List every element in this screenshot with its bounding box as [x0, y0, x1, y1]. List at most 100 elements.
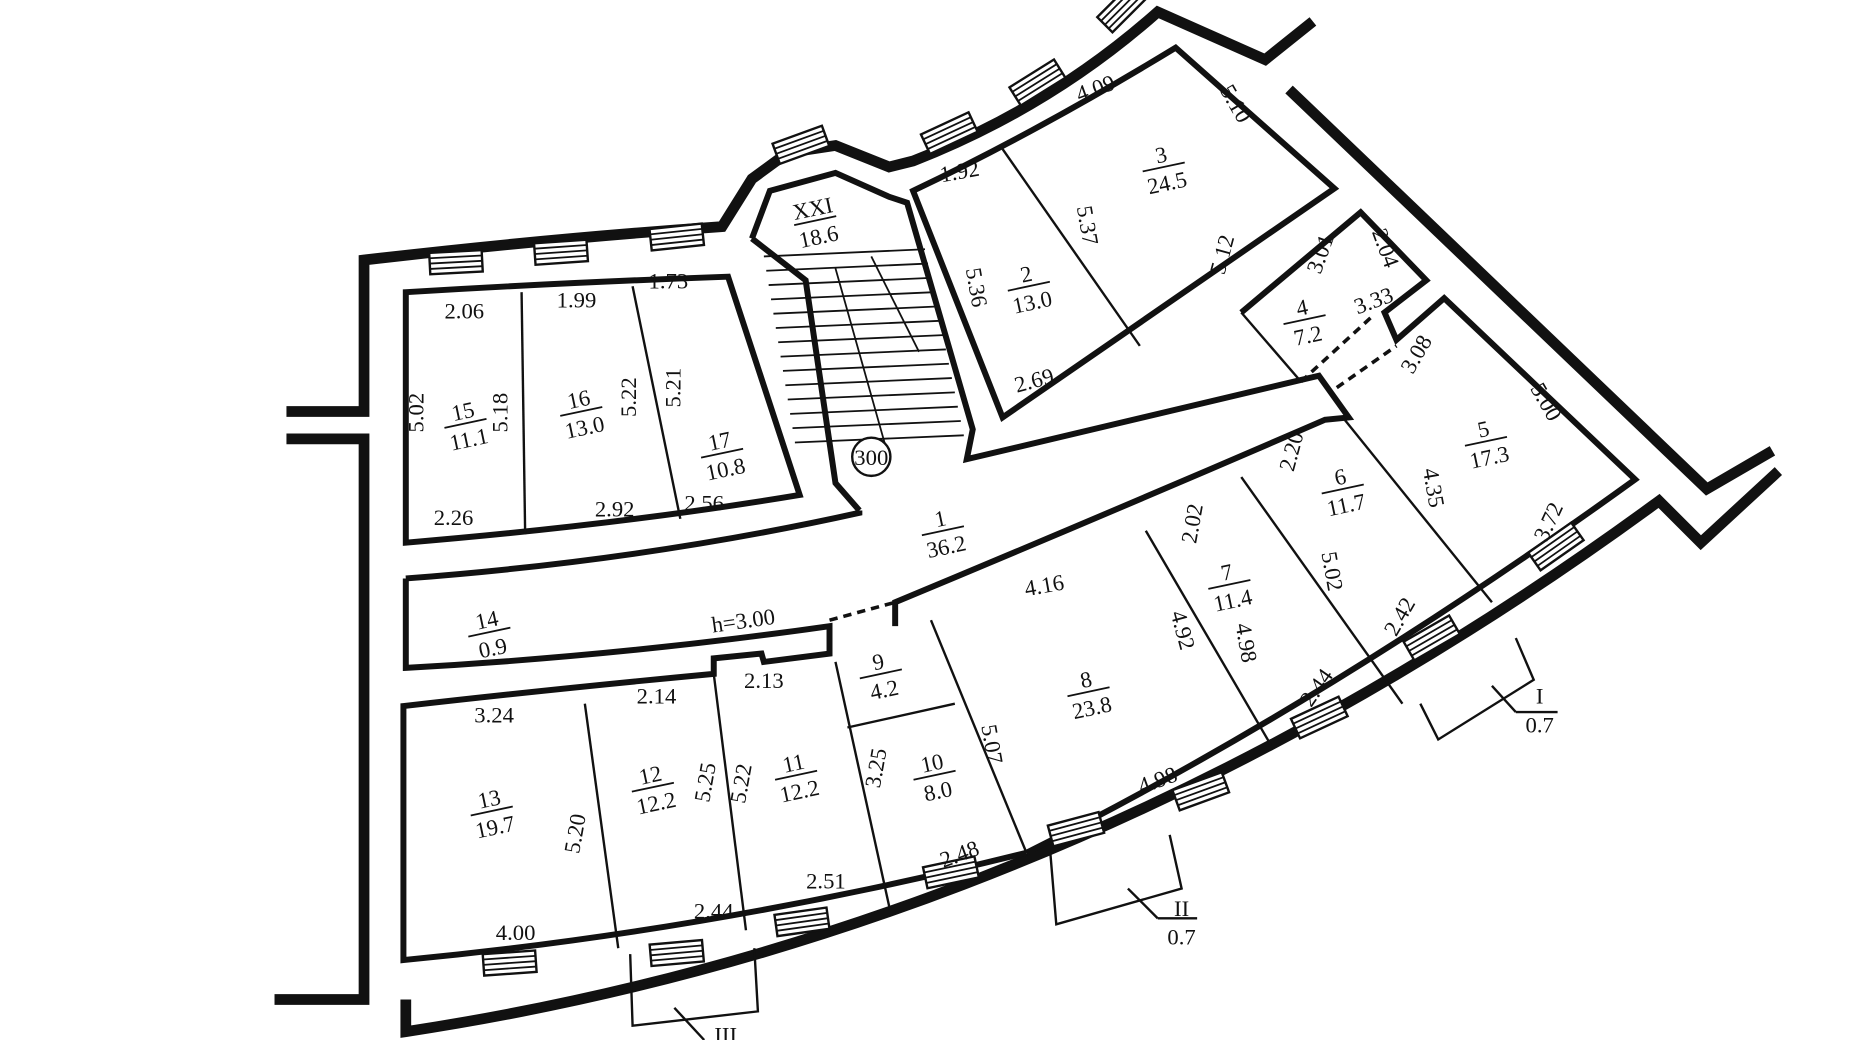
room-area: 11.7 [1325, 489, 1368, 522]
fraction-bar [1067, 686, 1110, 698]
room-number: 11 [780, 749, 807, 778]
dimension-label: 5.22 [725, 762, 757, 805]
window [427, 248, 485, 276]
dimension-label: 5.12 [1205, 232, 1239, 277]
room-area: 11.1 [447, 423, 490, 456]
room-number: XXI [790, 192, 835, 225]
window [1095, 0, 1152, 34]
dimension-label: 5.07 [976, 722, 1008, 765]
room-area: 4.2 [868, 675, 901, 705]
fraction-bar [793, 215, 837, 226]
window [1289, 695, 1350, 740]
dimension-label: 1.73 [649, 269, 689, 294]
dimension-label: 5.20 [559, 812, 591, 855]
room-area: 13.0 [563, 411, 607, 444]
dimension-label: 2.20 [1274, 429, 1308, 474]
room-label-3: 324.5 [1142, 142, 1189, 200]
dimension-label: 2.92 [595, 496, 635, 521]
balcony-area: 0.7 [1526, 712, 1554, 737]
fraction-bar [631, 781, 675, 793]
room-area: 7.2 [1291, 320, 1324, 350]
room-area: 24.5 [1145, 167, 1189, 200]
dimension-label: 4.16 [1023, 570, 1066, 601]
window [481, 949, 538, 977]
fraction-bar [859, 668, 903, 680]
window [532, 238, 590, 267]
fraction-bar [470, 805, 513, 817]
dimension-label: 4.35 [1418, 466, 1450, 509]
room-number: 4 [1294, 294, 1310, 321]
dimension-label: 5.02 [1316, 549, 1348, 592]
room-area: 13.0 [1010, 286, 1054, 319]
room-number: 8 [1078, 666, 1094, 693]
stair-mark-label: 300 [854, 445, 888, 470]
room-label-4: 47.2 [1283, 294, 1326, 351]
fraction-bar [560, 406, 603, 417]
room-number: 6 [1332, 464, 1348, 491]
dimension-label: 5.37 [1072, 204, 1104, 247]
fraction-bar [921, 525, 965, 537]
dimension-label: 5.02 [404, 393, 429, 433]
dimension-label: 2.02 [1176, 502, 1208, 545]
fraction-bar [774, 769, 818, 781]
window [1046, 810, 1106, 848]
dimension-label: 2.51 [806, 869, 846, 894]
room-area: 12.2 [634, 787, 678, 820]
dimension-label: 2.44 [694, 898, 734, 923]
dimension-label: 2.69 [1012, 363, 1057, 397]
room-label-14: 140.9 [468, 606, 511, 663]
room-label-8: 823.8 [1067, 666, 1114, 724]
room-number: 1 [932, 505, 948, 532]
room-labels: XXI18.6136.2213.0324.547.2517.3611.7711.… [444, 142, 1511, 843]
dimension-label: 2.14 [637, 684, 677, 709]
balcony-area: 0.7 [1167, 925, 1195, 950]
fraction-bar [1321, 483, 1364, 495]
room-number: 2 [1018, 261, 1034, 288]
balcony-id: III [714, 1022, 737, 1040]
fraction-bar [700, 447, 744, 459]
fraction-bar [1283, 314, 1326, 325]
balcony-id: I [1536, 684, 1544, 709]
room-label-5: 517.3 [1464, 416, 1511, 474]
fraction-bar [1464, 435, 1508, 447]
dimension-label: 2.26 [434, 505, 474, 530]
window [648, 938, 706, 968]
dimension-label: 1.99 [557, 288, 597, 313]
balcony-outlines [629, 637, 1558, 1040]
dimension-label: 5.25 [689, 761, 721, 804]
window [1007, 57, 1068, 108]
room-area: 18.6 [797, 220, 841, 253]
room-area: 12.2 [777, 775, 821, 808]
room-label-2: 213.0 [1007, 261, 1054, 319]
fraction-bar [1208, 579, 1251, 590]
dimension-label: 3.33 [1351, 282, 1397, 319]
balcony-id: II [1174, 896, 1189, 921]
room-area: 36.2 [924, 530, 968, 563]
room-number: 3 [1153, 142, 1169, 169]
dimension-label: 3.24 [474, 703, 514, 728]
room-number: 9 [870, 648, 886, 675]
window [648, 222, 706, 252]
room-number: 7 [1219, 559, 1235, 586]
dimension-label: 3.01 [1302, 231, 1339, 277]
room-area: 0.9 [476, 633, 509, 663]
stair-mark: 300 [851, 436, 892, 478]
fraction-bar [468, 626, 511, 638]
dimension-label: 2.56 [684, 490, 724, 515]
window [921, 854, 981, 890]
window [773, 906, 831, 938]
room-area: 8.0 [921, 776, 954, 806]
dimension-label: 4.00 [496, 920, 536, 945]
dimension-label: 5.18 [487, 393, 512, 433]
window [1401, 613, 1462, 662]
room-label-9: 94.2 [859, 648, 903, 705]
window [771, 124, 831, 166]
